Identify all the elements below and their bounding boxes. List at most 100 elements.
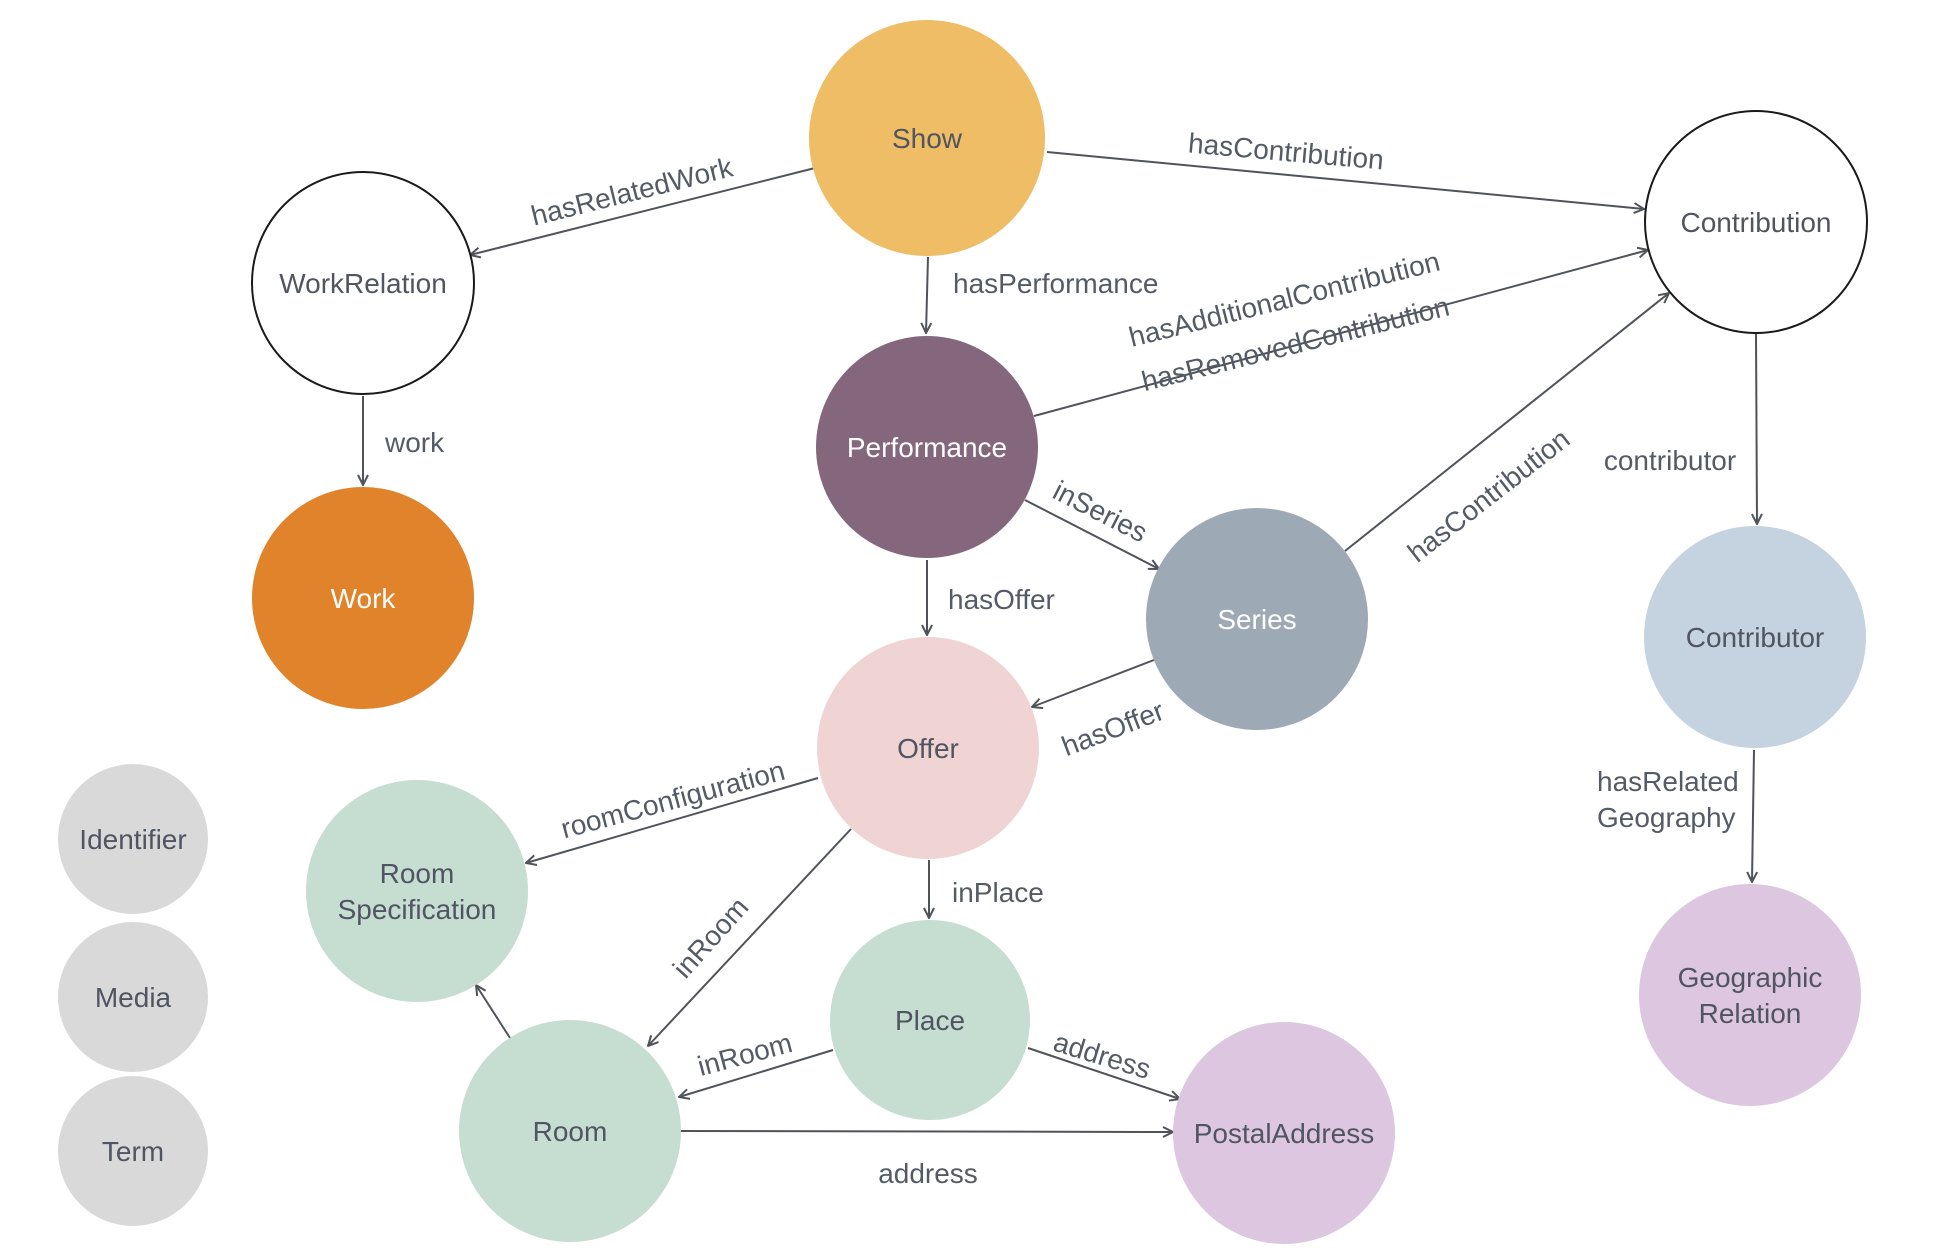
node-label-postal-address: PostalAddress (1194, 1118, 1375, 1149)
edge-label-show-workrelation: hasRelatedWork (528, 151, 737, 231)
edge-label-place-room: inRoom (694, 1027, 795, 1082)
node-label-line: Room (533, 1116, 608, 1147)
node-label-line: Relation (1699, 998, 1802, 1029)
edge-label-line: work (384, 427, 445, 458)
edge-offer-room (648, 828, 852, 1046)
node-circle-show (809, 20, 1045, 256)
node-label-work: Work (331, 583, 397, 614)
node-circle-postal-address (1173, 1022, 1395, 1244)
edge-contribution-contributor (1756, 333, 1757, 524)
node-label-identifier: Identifier (79, 824, 186, 855)
node-label-term: Term (102, 1136, 164, 1167)
node-place: Place (830, 920, 1030, 1120)
node-media: Media (58, 922, 208, 1072)
edge-show-performance (926, 256, 928, 333)
node-label-line: Geographic (1678, 962, 1823, 993)
node-label-line: Series (1217, 604, 1296, 635)
edge-label-line: contributor (1604, 445, 1736, 476)
edge-label-room-postaladdress: address (878, 1158, 978, 1189)
edge-label-line: hasRelated (1597, 766, 1739, 797)
node-label-line: Contributor (1686, 622, 1825, 653)
node-label-line: PostalAddress (1194, 1118, 1375, 1149)
nodes-layer: ShowWorkRelationWorkPerformanceContribut… (58, 20, 1868, 1244)
node-circle-identifier (58, 764, 208, 914)
edge-label-performance-offer: hasOffer (948, 584, 1055, 615)
node-circle-performance (816, 336, 1038, 558)
node-work-relation: WorkRelation (251, 171, 475, 395)
edge-label-performance-contribution: hasAdditionalContributionhasRemovedContr… (1126, 246, 1454, 398)
edge-label-show-performance: hasPerformance (953, 268, 1158, 299)
node-label-work-relation: WorkRelation (279, 268, 447, 299)
edge-label-contribution-contributor: contributor (1604, 445, 1736, 476)
node-room: Room (459, 1020, 681, 1242)
edge-label-performance-series: inSeries (1048, 475, 1152, 549)
node-circle-contribution (1644, 110, 1868, 334)
node-series: Series (1146, 508, 1368, 730)
edge-label-line: hasOffer (948, 584, 1055, 615)
edge-performance-series (1024, 499, 1159, 569)
node-label-room: Room (533, 1116, 608, 1147)
node-label-line: Show (892, 123, 963, 154)
edge-label-offer-place: inPlace (952, 877, 1044, 908)
node-label-line: WorkRelation (279, 268, 447, 299)
node-label-line: Room (380, 858, 455, 889)
edge-label-workrelation-work: work (384, 427, 445, 458)
node-circle-term (58, 1076, 208, 1226)
node-contribution: Contribution (1644, 110, 1868, 334)
node-label-contribution: Contribution (1681, 207, 1832, 238)
edge-label-line: hasPerformance (953, 268, 1158, 299)
node-label-media: Media (95, 982, 172, 1013)
node-label-series: Series (1217, 604, 1296, 635)
node-label-line: Place (895, 1005, 965, 1036)
edge-label-line: address (878, 1158, 978, 1189)
node-label-line: Term (102, 1136, 164, 1167)
node-label-place: Place (895, 1005, 965, 1036)
edge-room-postaladdress (680, 1131, 1173, 1132)
node-label-contributor: Contributor (1686, 622, 1825, 653)
node-label-line: Media (95, 982, 172, 1013)
node-label-show: Show (892, 123, 963, 154)
node-circle-work (252, 487, 474, 709)
edge-label-line: Geography (1597, 802, 1736, 833)
edge-label-line: inSeries (1048, 475, 1152, 549)
edge-label-line: address (1050, 1026, 1154, 1085)
edge-room-roomspec (476, 985, 511, 1039)
node-offer: Offer (817, 637, 1039, 859)
edge-label-line: hasContribution (1402, 423, 1576, 568)
node-circle-place (830, 920, 1030, 1120)
node-circle-geographic-relation (1639, 884, 1861, 1106)
node-circle-series (1146, 508, 1368, 730)
node-contributor: Contributor (1644, 526, 1866, 748)
edge-label-line: inPlace (952, 877, 1044, 908)
node-label-line: Identifier (79, 824, 186, 855)
node-postal-address: PostalAddress (1173, 1022, 1395, 1244)
node-identifier: Identifier (58, 764, 208, 914)
edge-label-offer-roomspec: roomConfiguration (558, 755, 789, 845)
node-label-offer: Offer (897, 733, 959, 764)
edge-series-offer (1032, 659, 1155, 707)
node-term: Term (58, 1076, 208, 1226)
edge-offer-roomspec (526, 777, 819, 863)
node-label-line: Contribution (1681, 207, 1832, 238)
edges-layer (363, 151, 1757, 1132)
edge-label-place-postaladdress: address (1050, 1026, 1154, 1085)
edge-label-offer-room: inRoom (667, 891, 755, 983)
node-circle-work-relation (251, 171, 475, 395)
node-label-performance: Performance (847, 432, 1007, 463)
node-work: Work (252, 487, 474, 709)
node-circle-room (459, 1020, 681, 1242)
edge-label-series-offer: hasOffer (1057, 695, 1168, 762)
node-circle-contributor (1644, 526, 1866, 748)
edge-place-room (679, 1049, 834, 1097)
edge-contributor-geographic (1752, 749, 1754, 882)
node-label-line: Specification (338, 894, 497, 925)
node-circle-offer (817, 637, 1039, 859)
edge-performance-contribution (1033, 250, 1648, 417)
node-label-line: Offer (897, 733, 959, 764)
edge-place-postaladdress (1027, 1047, 1180, 1099)
